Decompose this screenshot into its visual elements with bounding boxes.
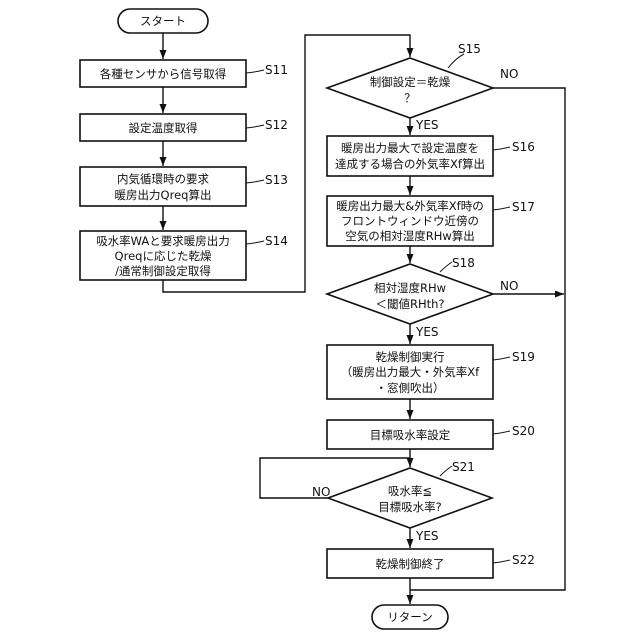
decision-s21-text-line1: 吸水率≦: [388, 484, 432, 498]
return-terminal-text: リターン: [387, 610, 432, 624]
decision-s18-text-line1: 相対湿度RHw: [374, 281, 446, 295]
decision-s21-no: NO: [312, 485, 330, 499]
step-s14-text-line2: Qreqに応じた乾燥: [115, 249, 212, 263]
decision-s15-leader: [448, 54, 464, 68]
decision-s21-text-line2: 目標吸水率?: [378, 500, 442, 514]
step-s19-leader: [493, 357, 510, 360]
step-s13-text-line2: 暖房出力Qreq算出: [115, 188, 212, 202]
step-s11-leader: [246, 70, 264, 73]
step-s16-text-line1: 暖房出力最大で設定温度を: [341, 141, 479, 155]
decision-s18-yes: YES: [415, 325, 439, 339]
step-s13-leader: [246, 180, 264, 183]
step-s16-label: S16: [512, 140, 535, 154]
step-s20-label: S20: [512, 424, 535, 438]
decision-s18-leader: [440, 262, 452, 272]
decision-s15-text-line1: 制御設定＝乾燥: [370, 75, 451, 89]
decision-s15-text-line2: ？: [404, 91, 416, 105]
decision-s15-label: S15: [458, 42, 481, 56]
step-s22-leader: [493, 560, 510, 563]
step-s14-text-line1: 吸水率WAと要求暖房出力: [96, 234, 230, 248]
step-s22-label: S22: [512, 553, 535, 567]
step-s19-text-line2: （暖房出力最大・外気率Xf: [341, 365, 480, 379]
step-s11-label: S11: [265, 63, 288, 77]
step-s22-text: 乾燥制御終了: [376, 557, 445, 571]
step-s14-text-line3: /通常制御設定取得: [115, 264, 211, 278]
decision-s21-leader: [440, 466, 452, 476]
decision-s21-yes: YES: [415, 529, 439, 543]
step-s17-text-line2: フロントウィンドウ近傍の: [341, 214, 479, 228]
step-s19-label: S19: [512, 350, 535, 364]
step-s16-leader: [493, 147, 510, 150]
decision-s18-text-line2: ＜閾値RHth?: [375, 297, 444, 311]
step-s19-text-line1: 乾燥制御実行: [376, 350, 445, 364]
step-s17-text-line3: 空気の相対湿度RHw算出: [345, 229, 475, 243]
step-s17-label: S17: [512, 200, 535, 214]
step-s12-text: 設定温度取得: [129, 121, 198, 135]
step-s14-leader: [246, 241, 264, 244]
decision-s21: [328, 468, 492, 528]
start-terminal-text: スタート: [140, 14, 186, 28]
step-s12-leader: [246, 125, 264, 128]
step-s13-label: S13: [265, 173, 288, 187]
decision-s18-no: NO: [500, 279, 518, 293]
step-s13-text-line1: 内気循環時の要求: [117, 172, 209, 186]
step-s17-text-line1: 暖房出力最大&外気率Xf時の: [336, 199, 483, 213]
step-s19-text-line3: ・窓側吹出）: [376, 381, 445, 395]
step-s20-leader: [493, 431, 510, 434]
decision-s15-yes: YES: [415, 118, 439, 132]
decision-s18-label: S18: [452, 256, 475, 270]
step-s17-leader: [493, 207, 510, 210]
decision-s21-label: S21: [452, 460, 475, 474]
step-s12-label: S12: [265, 118, 288, 132]
step-s20-text: 目標吸水率設定: [370, 428, 451, 442]
decision-s15-no: NO: [500, 67, 518, 81]
step-s11-text: 各種センサから信号取得: [100, 67, 227, 81]
step-s14-label: S14: [265, 234, 288, 248]
step-s16-text-line2: 達成する場合の外気率Xf算出: [335, 157, 485, 171]
